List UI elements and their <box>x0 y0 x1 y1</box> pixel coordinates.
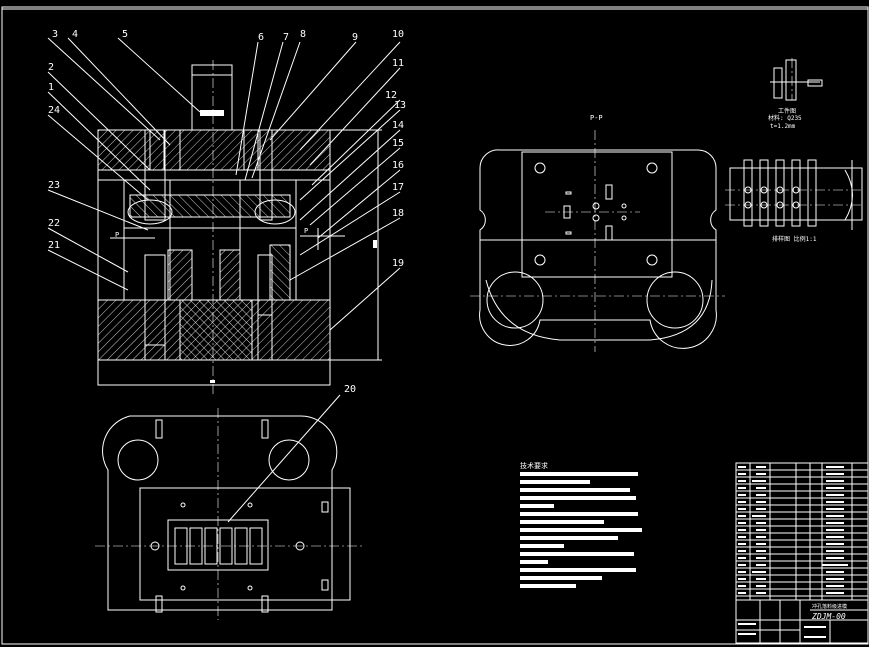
strip-layout: 排样图 比例1:1 <box>725 159 863 243</box>
part-no-18: 18 <box>392 208 404 219</box>
tech-req-title: 技术要求 <box>520 461 548 470</box>
title-block: 冲孔落料级进模 ZDJM-00 <box>736 599 868 643</box>
strip-layout-caption: 排样图 比例1:1 <box>772 235 817 243</box>
pp-view: P-P <box>470 114 725 352</box>
part-no-15: 15 <box>392 138 404 149</box>
plan-view <box>95 394 365 620</box>
sheet-border <box>1 6 869 645</box>
part-number-labels: 3 4 5 6 7 8 9 10 11 12 13 14 15 16 17 18… <box>48 29 406 395</box>
part-no-13: 13 <box>394 100 406 111</box>
part-leaders <box>47 37 401 331</box>
part-no-17: 17 <box>392 182 404 193</box>
section-label-p-left: P <box>115 231 119 239</box>
part-no-8: 8 <box>300 29 306 40</box>
pp-view-title: P-P <box>590 114 603 122</box>
part-no-16: 16 <box>392 160 404 171</box>
part-no-6: 6 <box>258 32 264 43</box>
title-block-name: 冲孔落料级进模 <box>812 603 847 610</box>
workpiece-thickness: t=1.2mm <box>770 123 796 130</box>
part-no-21: 21 <box>48 240 60 251</box>
part-no-9: 9 <box>352 32 358 43</box>
part-no-19: 19 <box>392 258 404 269</box>
part-no-4: 4 <box>72 29 78 40</box>
part-no-7: 7 <box>283 32 289 43</box>
part-no-20: 20 <box>344 384 356 395</box>
title-block-drawing-no: ZDJM-00 <box>811 612 846 621</box>
front-section-view: P P <box>97 60 382 395</box>
workpiece-title: 工件图 <box>778 107 796 115</box>
part-no-22: 22 <box>48 218 60 229</box>
part-no-2: 2 <box>48 62 54 73</box>
part-no-24: 24 <box>48 105 60 116</box>
part-no-11: 11 <box>392 58 404 69</box>
workpiece-material: 材料: Q235 <box>768 114 802 122</box>
tech-requirements: 技术要求 <box>520 461 642 588</box>
workpiece-drawing: 工件图 材料: Q235 t=1.2mm <box>768 58 823 130</box>
part-no-1: 1 <box>48 82 54 93</box>
section-label-p-right: P <box>304 227 308 235</box>
part-no-3: 3 <box>52 29 58 40</box>
part-no-14: 14 <box>392 120 404 131</box>
part-no-10: 10 <box>392 29 404 40</box>
bom-table <box>735 462 869 644</box>
part-no-5: 5 <box>122 29 128 40</box>
part-no-23: 23 <box>48 180 60 191</box>
part-no-12: 12 <box>385 90 397 101</box>
